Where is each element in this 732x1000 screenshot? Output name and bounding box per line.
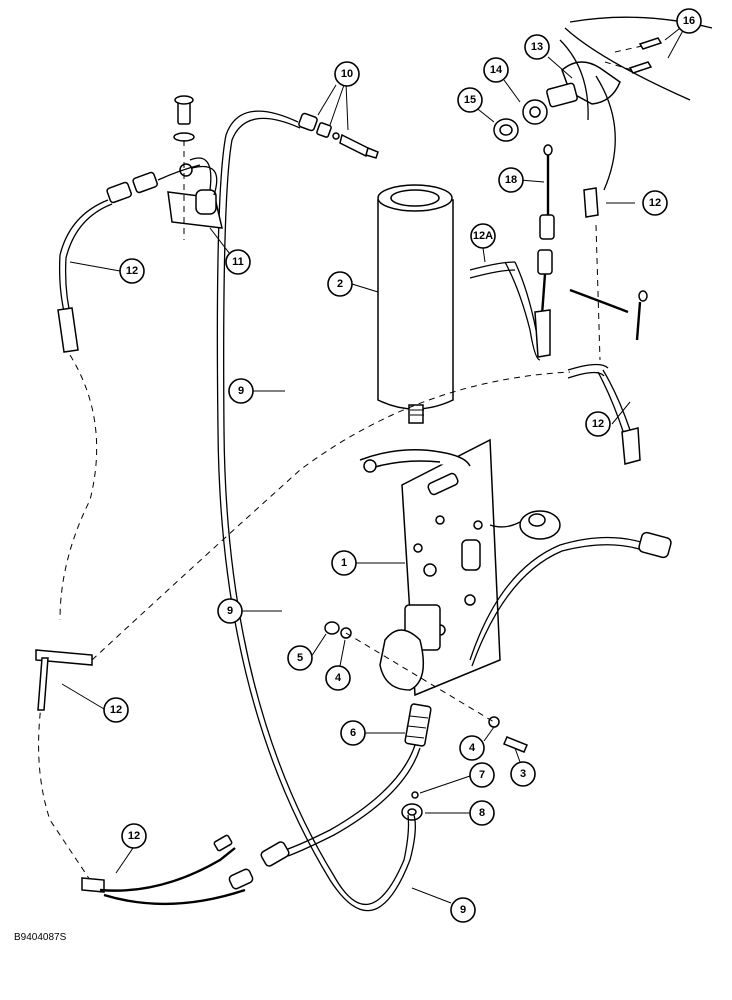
callout-18: 18 [498,167,524,193]
callout-14-label: 14 [490,64,503,76]
callout-12-right-label: 12 [592,418,604,430]
callout-12-top-left-label: 12 [126,265,138,277]
callout-1: 1 [331,550,357,576]
callout-1-label: 1 [341,557,347,569]
callout-8-label: 8 [479,807,485,819]
callout-7-label: 7 [479,769,485,781]
switch-assembly [493,16,713,218]
callout-2-label: 2 [337,278,343,290]
callout-14: 14 [483,57,509,83]
callout-12-bottom: 12 [121,823,147,849]
callout-5: 5 [287,645,313,671]
fitting [404,703,432,747]
callout-12-left: 12 [103,697,129,723]
mounting-bracket [359,438,501,697]
callout-16-label: 16 [683,15,695,27]
connector-left [106,164,201,204]
callout-16: 16 [676,8,702,34]
callout-12A-label: 12A [473,230,493,242]
callout-10-label: 10 [341,68,353,80]
callout-12-top-left: 12 [119,258,145,284]
figure-code: B9404087S [14,932,67,943]
callout-11-label: 11 [232,256,244,268]
callout-4b-label: 4 [469,742,476,754]
callout-13-label: 13 [531,41,543,53]
water-sensor [489,510,561,540]
wire-18 [534,144,555,358]
callout-9b-label: 9 [227,605,233,617]
callout-15: 15 [457,87,483,113]
callout-3: 3 [510,761,536,787]
callout-12-left-label: 12 [110,704,122,716]
callout-8: 8 [469,800,495,826]
washer-4b [488,716,500,728]
callout-9a-label: 9 [238,385,244,397]
callout-10: 10 [334,61,360,87]
tee-fitting [35,649,93,711]
connector-bottom-left [81,834,254,906]
sleeve-left [57,307,79,353]
callout-3-label: 3 [520,768,526,780]
callout-11: 11 [225,249,251,275]
callout-9c-label: 9 [460,904,466,916]
callout-12-bottom-label: 12 [128,830,140,842]
callout-5-label: 5 [297,652,303,664]
fitting-10 [298,112,379,159]
callout-15-label: 15 [464,94,476,106]
callout-9c: 9 [450,897,476,923]
callout-12-top-right-label: 12 [649,197,661,209]
callout-4a-label: 4 [335,672,342,684]
sender-unit [167,95,223,240]
callout-6: 6 [340,720,366,746]
bolt-3 [503,736,528,753]
callout-18-label: 18 [505,174,517,186]
nut [401,803,423,821]
callout-13: 13 [524,34,550,60]
callout-12-top-right: 12 [642,190,668,216]
nut-5 [324,621,340,635]
callout-12A: 12A [470,223,496,249]
callout-4a: 4 [325,665,351,691]
o-ring [411,791,419,799]
callout-9b: 9 [217,598,243,624]
callout-9a: 9 [228,378,254,404]
fuel-filter-canister [377,184,454,424]
callout-7: 7 [469,762,495,788]
callout-6-label: 6 [350,727,356,739]
wire-right [567,224,648,465]
callout-4b: 4 [459,735,485,761]
callout-12-right: 12 [585,411,611,437]
wire-12A [469,261,541,361]
callout-2: 2 [327,271,353,297]
